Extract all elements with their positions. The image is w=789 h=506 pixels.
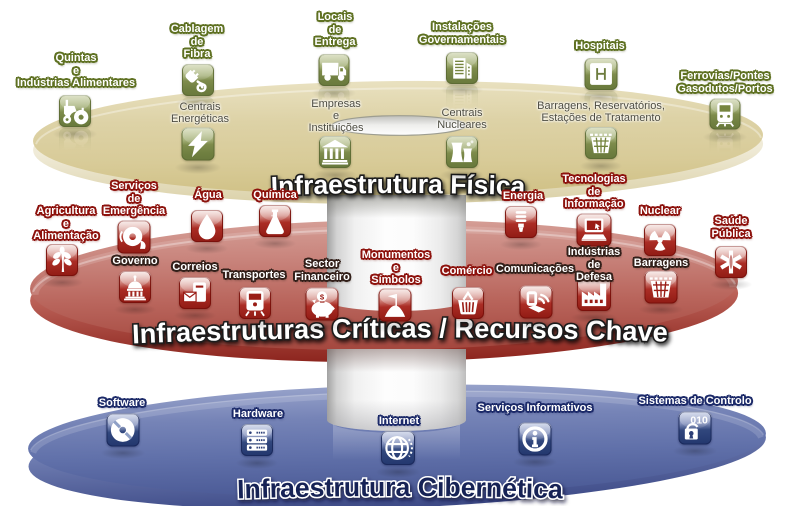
svg-text:010: 010 bbox=[690, 415, 708, 426]
svg-text:$: $ bbox=[320, 292, 325, 301]
svg-text:Infraestruturas Críticas / Rec: Infraestruturas Críticas / Recursos Chav… bbox=[131, 312, 668, 349]
svg-text:Infraestrutura Física: Infraestrutura Física bbox=[270, 169, 526, 201]
svg-text:Infraestrutura Cibernética: Infraestrutura Cibernética bbox=[237, 472, 564, 504]
